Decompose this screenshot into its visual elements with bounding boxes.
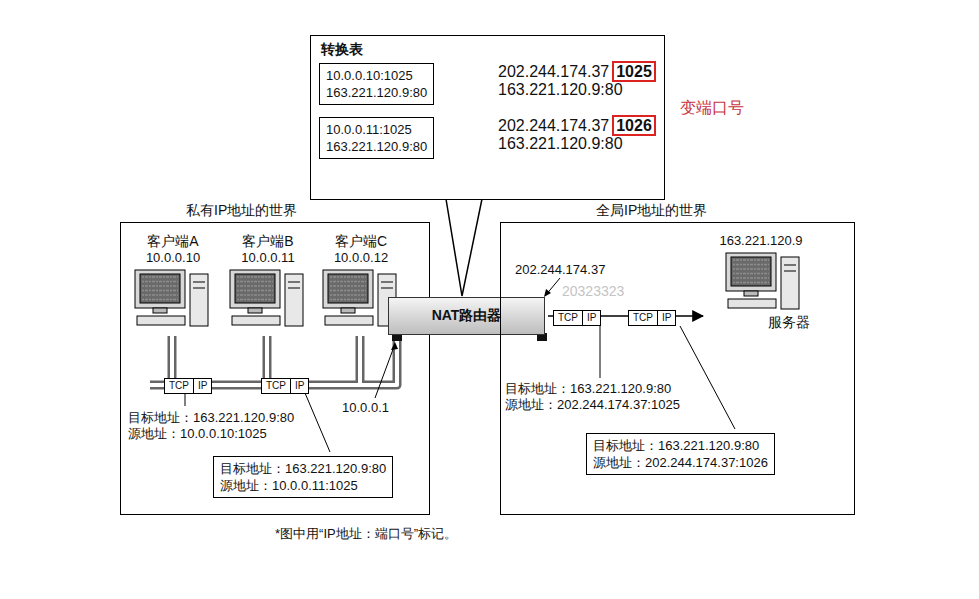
tcp-header: TCP xyxy=(165,379,194,393)
entry-line: 163.221.120.9:80 xyxy=(498,81,656,99)
client-name: 客户端C xyxy=(319,233,403,250)
addr-node: 目标地址：163.221.120.9:80源地址：202.244.174.37:… xyxy=(586,433,775,475)
address-label: 源地址：10.0.0.10:1025 xyxy=(128,426,267,442)
tcp-header: TCP xyxy=(554,311,583,325)
entry-line: 202.244.174.371025 xyxy=(498,63,656,81)
table-entry: 10.0.0.10:1025 163.221.120.9:80 xyxy=(326,67,427,101)
client-name: 客户端B xyxy=(226,233,310,250)
client-icon xyxy=(133,268,213,330)
region-heading: 私有IP地址的世界 xyxy=(186,202,297,220)
callout-node: 转换表 10.0.0.10:1025 163.221.120.9:80 202.24… xyxy=(310,35,665,200)
client-ip: 10.0.0.11 xyxy=(226,250,310,266)
caption: *图中用“IP地址：端口号”标记。 xyxy=(275,526,457,542)
source-address: 源地址：10.0.0.11:1025 xyxy=(220,477,386,494)
address-label: 10.0.0.1 xyxy=(340,400,391,416)
region-heading: 全局IP地址的世界 xyxy=(596,202,707,220)
table-entry: 10.0.0.11:1025 163.221.120.9:80 xyxy=(326,121,427,155)
entry-line: 202.244.174.371026 xyxy=(498,117,656,135)
ip-header: IP xyxy=(658,311,675,325)
ip-header: IP xyxy=(583,311,600,325)
row-node: 10.0.0.10:1025 163.221.120.9:80 xyxy=(319,63,434,105)
annotation: 变端口号 xyxy=(680,100,744,116)
global-ip: 202.244.174.37 xyxy=(498,117,609,134)
server-address: 163.221.120.9:80 xyxy=(498,81,623,98)
client-icon xyxy=(228,268,308,330)
global-ip: 202.244.174.37 xyxy=(498,63,609,80)
packet-node: TCPIP xyxy=(628,310,676,326)
router-name: NAT路由器 xyxy=(432,307,502,325)
server-node: 163.221.120.9 服务器 xyxy=(706,233,816,331)
table-title: 转换表 xyxy=(321,41,363,59)
callout-tail xyxy=(446,199,482,296)
router-node: NAT路由器 xyxy=(388,297,545,335)
region-node: 私有IP地址的世界客户端A10.0.0.10客户端B10.0.0.11客户端C1… xyxy=(120,222,430,515)
destination-address: 目标地址：163.221.120.9:80 xyxy=(220,460,386,477)
client-name: 客户端A xyxy=(131,233,215,250)
row-node: 10.0.0.11:1025 163.221.120.9:80 xyxy=(319,117,434,159)
server-ip: 163.221.120.9 xyxy=(706,233,816,249)
destination-address: 目标地址：163.221.120.9:80 xyxy=(593,437,768,454)
server-address: 163.221.120.9:80 xyxy=(498,135,623,152)
address-label: 目标地址：163.221.120.9:80 xyxy=(128,410,294,426)
pointer-head xyxy=(544,289,551,297)
packet-node: TCPIP xyxy=(553,310,601,326)
packet-node: TCPIP xyxy=(164,378,212,394)
address-label: 目标地址：163.221.120.9:80 xyxy=(505,381,671,397)
server-name: 服务器 xyxy=(706,313,816,331)
changed-port: 1026 xyxy=(612,115,656,136)
client-node: 客户端A10.0.0.10 xyxy=(131,233,215,330)
rowg-node: 202.244.174.371026163.221.120.9:80 xyxy=(498,117,656,153)
tcp-header: TCP xyxy=(629,311,658,325)
ip-header: IP xyxy=(291,379,308,393)
rowg-node: 202.244.174.371025163.221.120.9:80 xyxy=(498,63,656,99)
tcp-header: TCP xyxy=(262,379,291,393)
changed-port: 1025 xyxy=(612,61,656,82)
entry-line: 163.221.120.9:80 xyxy=(498,135,656,153)
address-label: 202.244.174.37 xyxy=(513,262,607,278)
watermark: 20323323 xyxy=(562,283,624,299)
client-ip: 10.0.0.10 xyxy=(131,250,215,266)
addr-node: 目标地址：163.221.120.9:80源地址：10.0.0.11:1025 xyxy=(213,456,393,498)
server-icon xyxy=(716,251,806,313)
client-node: 客户端B10.0.0.11 xyxy=(226,233,310,330)
ip-header: IP xyxy=(194,379,211,393)
client-ip: 10.0.0.12 xyxy=(319,250,403,266)
packet-node: TCPIP xyxy=(261,378,309,394)
address-label: 源地址：202.244.174.37:1025 xyxy=(505,397,680,413)
pointer-head xyxy=(391,342,398,350)
source-address: 源地址：202.244.174.37:1026 xyxy=(593,454,768,471)
